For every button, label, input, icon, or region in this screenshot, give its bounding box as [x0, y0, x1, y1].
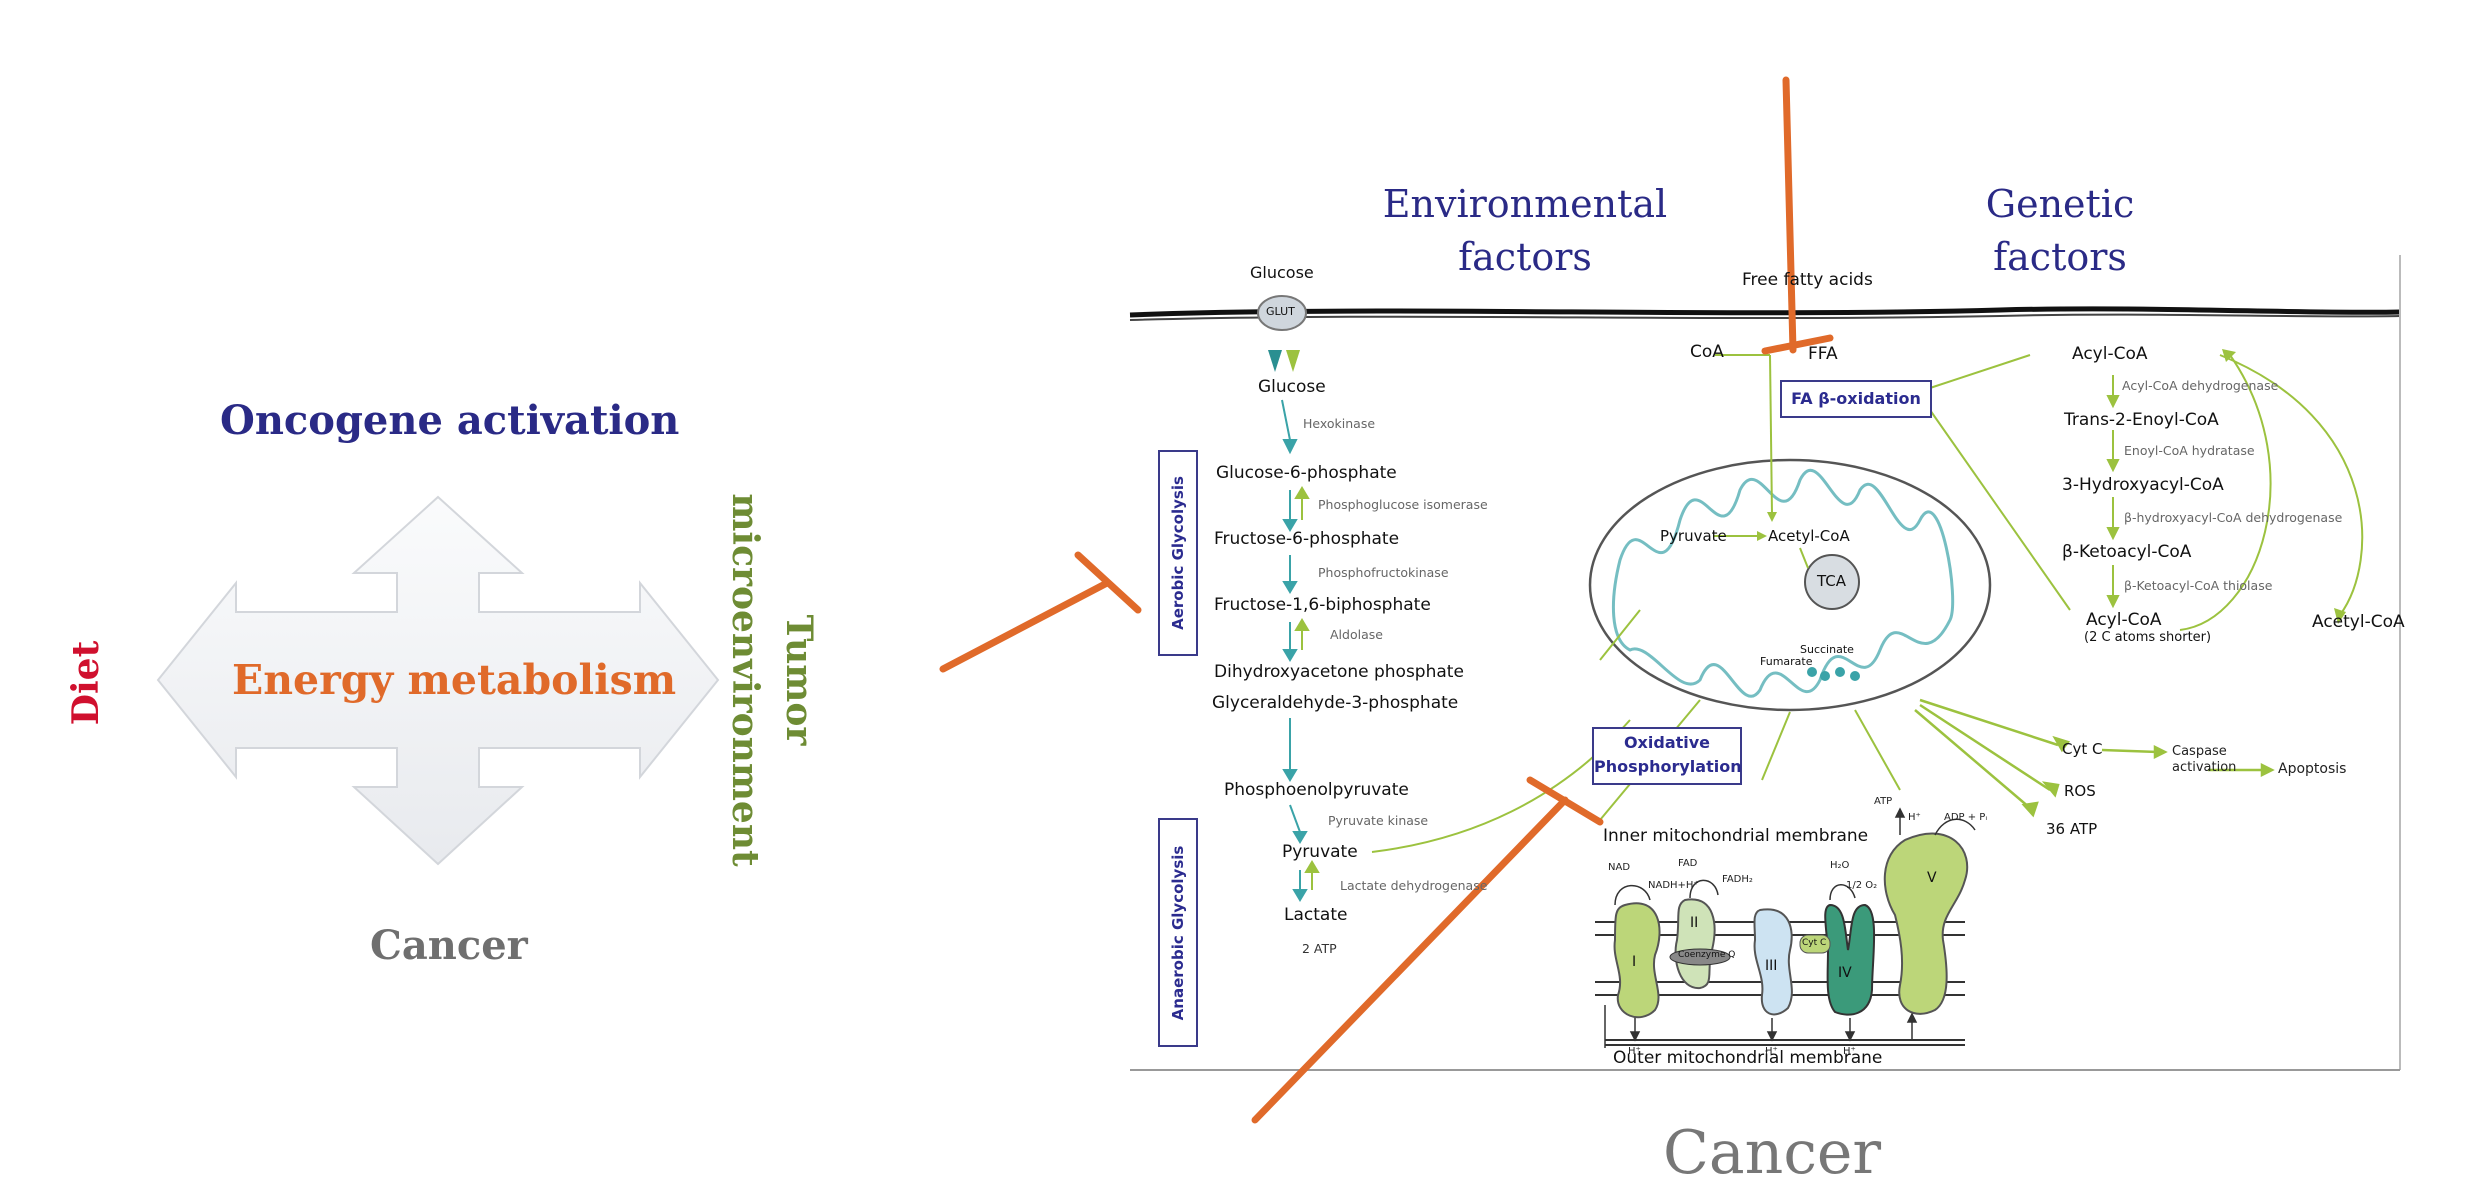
succinate-label: Succinate [1800, 643, 1854, 656]
h-plus-label: H⁺ [1908, 812, 1921, 823]
nadh-label: NADH+H⁺ [1648, 880, 1699, 891]
glut-transporter [1257, 295, 1307, 331]
phosphoenolpyruvate: Phosphoenolpyruvate [1224, 780, 1409, 800]
cyt-c-shape [1799, 934, 1831, 954]
coa-label: CoA [1690, 342, 1724, 362]
oxidative-phosphorylation-box: Oxidative Phosphorylation [1592, 727, 1742, 785]
acyl-coa-shorter-note: (2 C atoms shorter) [2084, 630, 2212, 645]
cyt-c-output-label: Cyt C [2062, 740, 2103, 758]
adp-label: ADP + Pᵢ [1944, 812, 1988, 823]
h-plus-complex-i: H⁺ [1628, 1046, 1641, 1057]
oncogene-activation-label: Oncogene activation [220, 397, 680, 444]
glucose-6-phosphate: Glucose-6-phosphate [1216, 463, 1397, 483]
tca-cycle [1804, 554, 1860, 610]
ros-label: ROS [2064, 782, 2096, 800]
half-o2-label: 1/2 O₂ [1846, 880, 1878, 891]
four-way-arrow-shape [156, 495, 720, 866]
caspase-activation-label: Caspase activation [2172, 744, 2237, 775]
inner-membrane-label: Inner mitochondrial membrane [1603, 826, 1869, 846]
complex-iii-shape [1753, 908, 1793, 1016]
outer-membrane-label: Outer mitochondrial membrane [1613, 1048, 1883, 1068]
hydroxyacyl-dehydrogenase-label: β-hydroxyacyl-CoA dehydrogenase [2124, 510, 2343, 525]
glucose-intracellular: Glucose [1258, 377, 1326, 397]
inhibitor-line-oxphos [1251, 796, 1569, 1124]
phosphofructokinase-label: Phosphofructokinase [1318, 565, 1449, 580]
acetyl-coa-fa-label: Acetyl-CoA [2312, 612, 2405, 632]
complex-ii-shape [1674, 898, 1716, 990]
mito-acetyl-coa-label: Acetyl-CoA [1768, 527, 1850, 545]
inhibitor-line-fatty-acid [1782, 76, 1797, 354]
nad-label: NAD [1608, 862, 1631, 873]
lactate: Lactate [1284, 905, 1348, 925]
h2o-label: H₂O [1830, 860, 1850, 871]
mitochondrion-outer [1588, 458, 1992, 712]
two-atp-label: 2 ATP [1302, 941, 1337, 956]
aldolase-label: Aldolase [1330, 627, 1383, 642]
glyceraldehyde-3-phosphate: Glyceraldehyde-3-phosphate [1212, 693, 1459, 713]
aerobic-glycolysis-box: Aerobic Glycolysis [1158, 450, 1198, 656]
glut-label: GLUT [1266, 305, 1295, 318]
36-atp-label: 36 ATP [2046, 820, 2098, 838]
acyl-coa-label: Acyl-CoA [2072, 344, 2148, 364]
cancer-label-left: Cancer [370, 922, 528, 969]
mito-pyruvate-label: Pyruvate [1660, 527, 1727, 545]
environmental-factors-label: Environmental factors [1382, 182, 1668, 279]
mitochondrion-cristae [1612, 468, 1955, 698]
phosphoglucose-isomerase-label: Phosphoglucose isomerase [1318, 497, 1488, 512]
fumarate-label: Fumarate [1760, 655, 1813, 668]
acyl-coa-dehydrogenase-label: Acyl-CoA dehydrogenase [2122, 378, 2279, 393]
pyruvate-cytosol: Pyruvate [1282, 842, 1358, 862]
complex-ii-label: II [1690, 915, 1699, 931]
coenzyme-q-shape [1669, 948, 1731, 966]
complex-v-label: V [1927, 870, 1937, 886]
complex-v-shape [1883, 832, 1969, 1015]
free-fatty-acids-label: Free fatty acids [1742, 270, 1873, 290]
energy-metabolism-label: Energy metabolism [232, 656, 677, 704]
cancer-label-right: Cancer [1663, 1118, 1882, 1188]
four-way-arrow-fill [156, 495, 720, 866]
fad-label: FAD [1678, 858, 1698, 869]
h-plus-complex-iv: H⁺ [1843, 1046, 1856, 1057]
glucose-extracellular: Glucose [1250, 263, 1314, 282]
complex-iii-label: III [1765, 958, 1778, 974]
ketoacyl-thiolase-label: β-Ketoacyl-CoA thiolase [2124, 578, 2273, 593]
lactate-dehydrogenase-label: Lactate dehydrogenase [1340, 878, 1488, 893]
inhibitor-line-glycolysis [939, 579, 1111, 673]
h-plus-complex-iii: H⁺ [1765, 1046, 1778, 1057]
complex-iv-label: IV [1838, 965, 1852, 981]
cyt-c-small-label: Cyt C [1802, 938, 1827, 948]
hexokinase-label: Hexokinase [1303, 416, 1376, 431]
complex-i-label: I [1632, 954, 1637, 970]
beta-ketoacyl-coa-label: β-Ketoacyl-CoA [2062, 542, 2192, 562]
3-hydroxyacyl-coa-label: 3-Hydroxyacyl-CoA [2062, 475, 2224, 495]
pyruvate-kinase-label: Pyruvate kinase [1328, 813, 1429, 828]
anaerobic-glycolysis-box: Anaerobic Glycolysis [1158, 818, 1198, 1047]
coenzyme-q-label: Coenzyme Q [1678, 950, 1736, 960]
genetic-factors-label: Genetic factors [1985, 182, 2135, 279]
tca-label: TCA [1817, 572, 1847, 590]
fadh2-label: FADH₂ [1722, 874, 1753, 885]
ffa-label: FFA [1808, 344, 1838, 364]
apoptosis-label: Apoptosis [2278, 761, 2347, 777]
trans-2-enoyl-coa-label: Trans-2-Enoyl-CoA [2064, 410, 2219, 430]
enoyl-coa-hydratase-label: Enoyl-CoA hydratase [2124, 443, 2255, 458]
cell-membrane [1129, 306, 2401, 318]
fructose-6-phosphate: Fructose-6-phosphate [1214, 529, 1400, 549]
dihydroxyacetone-phosphate: Dihydroxyacetone phosphate [1214, 662, 1464, 682]
atp-label: ATP [1874, 796, 1893, 807]
acyl-coa-shorter-label: Acyl-CoA [2086, 610, 2162, 630]
fructose-1-6-biphosphate: Fructose-1,6-biphosphate [1214, 595, 1431, 615]
fa-beta-oxidation-box: FA β-oxidation [1780, 380, 1932, 418]
complex-i-shape [1613, 902, 1661, 1019]
